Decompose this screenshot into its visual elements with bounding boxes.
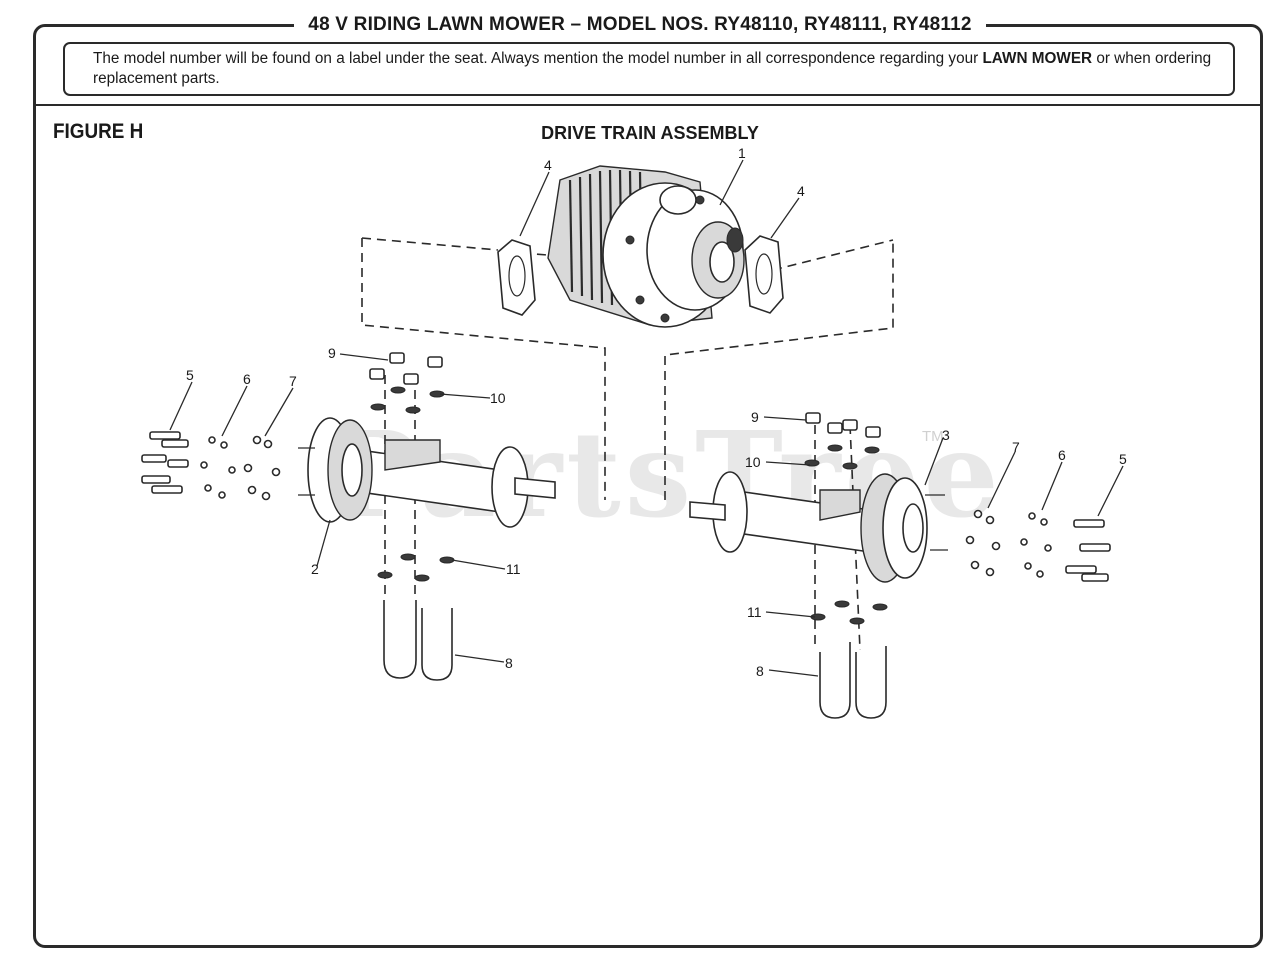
axle-right [689,471,871,553]
model-number-notice: The model number will be found on a labe… [63,42,1235,96]
notice-emphasis: LAWN MOWER [982,50,1093,67]
gasket-right [744,235,784,314]
washers-right [965,509,1052,578]
figure-label: FIGURE H [53,120,144,143]
notice-text: The model number will be found on a labe… [93,50,979,67]
hub-right [860,473,948,583]
notice-text-end: or when ordering replacement parts. [93,50,1212,87]
ubolts-left [383,600,453,681]
callout-ubolt-left: 8 [505,655,513,671]
callout-lockwasher-right: 7 [1012,439,1020,455]
callout-ubolt-right: 8 [756,663,764,679]
callout-washer-top-right: 10 [745,454,761,470]
gasket-left [497,239,536,316]
header-divider [33,104,1263,106]
motor-assembly [547,165,745,328]
callout-lockwasher-left: 7 [289,373,297,389]
bolts-left [141,431,189,494]
callout-motor: 1 [738,145,746,161]
callout-bolt-left: 5 [186,367,194,383]
callout-nut-left: 9 [328,345,336,361]
callout-washer-top-left: 10 [490,390,506,406]
hardware-left [369,352,455,582]
callout-hub-left: 2 [311,561,319,577]
callout-bolt-right: 5 [1119,451,1127,467]
callout-labels: 1 4 4 5 6 7 9 10 11 8 2 9 10 11 8 3 7 6 … [186,145,1127,679]
callout-washer-bottom-left: 11 [506,561,521,577]
axle-left [359,439,556,528]
hub-left [298,417,373,523]
callout-hub-right: 3 [942,427,950,443]
leader-lines [169,159,1124,677]
callout-nut-right: 9 [751,409,759,425]
callout-washer-right: 6 [1058,447,1066,463]
callout-washer-bottom-right: 11 [747,604,762,620]
bolts-right [1065,519,1111,582]
callout-gasket-right: 4 [797,183,805,199]
document-title: 48 V RIDING LAWN MOWER – MODEL NOS. RY48… [294,12,986,38]
washers-left [200,435,281,501]
watermark-trademark: TM [922,428,944,445]
callout-washer-left: 6 [243,371,251,387]
hardware-right [804,412,888,625]
callout-gasket-left: 4 [544,157,552,173]
diagram-title: DRIVE TRAIN ASSEMBLY [541,123,759,143]
title-strip: 48 V RIDING LAWN MOWER – MODEL NOS. RY48… [0,12,1280,38]
ubolts-right [819,642,887,719]
